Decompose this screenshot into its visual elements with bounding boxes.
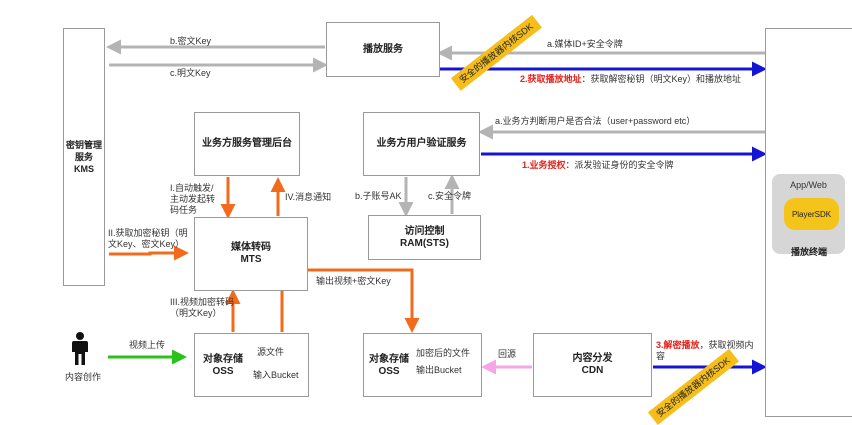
- label-output: 输出视频+密文Key: [316, 276, 391, 286]
- label-step1-rest: ：派发验证身份的安全令牌: [565, 160, 674, 170]
- creator-label: 内容创作: [65, 372, 102, 382]
- label-step2-title: 2.获取播放地址: [520, 74, 582, 84]
- kms-node: 密钥管理 服务 KMS: [63, 28, 105, 286]
- biz-auth-node: 业务方用户验证服务: [363, 112, 480, 176]
- oss-source-node: 对象存储 OSS 源文件 输入Bucket: [194, 333, 309, 397]
- label-step1: 1.业务授权：派发验证身份的安全令牌: [522, 160, 674, 171]
- oss-output-bucket: 输出Bucket: [416, 365, 462, 375]
- label-media-token: a.媒体ID+安全令牌: [547, 39, 623, 49]
- oss-source-label: 对象存储 OSS: [203, 354, 243, 377]
- terminal-node: App/Web PlayerSDK 播放终端: [765, 28, 852, 417]
- kms-label: 密钥管理 服务 KMS: [65, 140, 102, 174]
- label-subaccount: b.子账号AK: [355, 191, 402, 201]
- terminal-label: 播放终端: [790, 247, 827, 257]
- label-step3: 3.解密播放，获取视频内容: [656, 340, 760, 362]
- label-secret-key: b.密文Key: [170, 36, 212, 46]
- player-sdk-pill: PlayerSDK: [784, 198, 839, 230]
- label-step2-rest: ：获取解密秘钥（明文Key）和播放地址: [581, 74, 742, 84]
- label-get-key: II.获取加密秘钥（明 文Key、密文Key）: [108, 228, 188, 249]
- label-back-src: 回源: [498, 349, 517, 359]
- sts-node: 访问控制 RAM(STS): [368, 215, 481, 260]
- biz-console-node: 业务方服务管理后台: [194, 112, 300, 176]
- play-service-node: 播放服务: [326, 22, 440, 77]
- label-biz-check: a.业务方判断用户是否合法（user+password etc）: [495, 116, 696, 126]
- oss-output-label: 对象存储 OSS: [369, 354, 409, 377]
- edge-output: [280, 268, 420, 333]
- oss-output-node: 对象存储 OSS 加密后的文件 输出Bucket: [363, 333, 482, 397]
- oss-output-file: 加密后的文件: [416, 348, 471, 358]
- edge-get-key: [109, 245, 189, 261]
- label-step3-rest: ，获取视频内容: [656, 340, 754, 361]
- label-notify: IV.消息通知: [285, 192, 332, 202]
- mts-label: 媒体转码 MTS: [231, 242, 271, 265]
- label-trigger: I.自动触发/ 主动发起转 码任务: [170, 183, 216, 215]
- label-step2: 2.获取播放地址：获取解密秘钥（明文Key）和播放地址: [520, 74, 760, 85]
- label-step3-title: 3.解密播放: [656, 340, 700, 350]
- sts-label: 访问控制 RAM(STS): [400, 225, 449, 249]
- app-web-panel: App/Web PlayerSDK: [772, 174, 845, 254]
- cdn-node: 内容分发 CDN: [533, 333, 652, 397]
- mts-node: 媒体转码 MTS: [194, 217, 308, 291]
- label-encrypt: III.视频加密转码 （明文Key）: [170, 297, 235, 318]
- cdn-label: 内容分发 CDN: [572, 353, 613, 376]
- person-icon: [71, 332, 89, 366]
- label-upload: 视频上传: [129, 340, 166, 350]
- biz-console-label: 业务方服务管理后台: [202, 138, 292, 149]
- oss-source-file: 源文件: [257, 347, 285, 357]
- app-web-label: App/Web: [790, 180, 827, 190]
- oss-source-bucket: 输入Bucket: [253, 370, 299, 380]
- biz-auth-label: 业务方用户验证服务: [376, 138, 467, 149]
- label-plain-key: c.明文Key: [170, 68, 211, 78]
- player-sdk-label: PlayerSDK: [791, 209, 832, 219]
- play-service-label: 播放服务: [363, 43, 403, 55]
- label-step1-title: 1.业务授权: [522, 160, 566, 170]
- label-sec-token: c.安全令牌: [428, 191, 472, 201]
